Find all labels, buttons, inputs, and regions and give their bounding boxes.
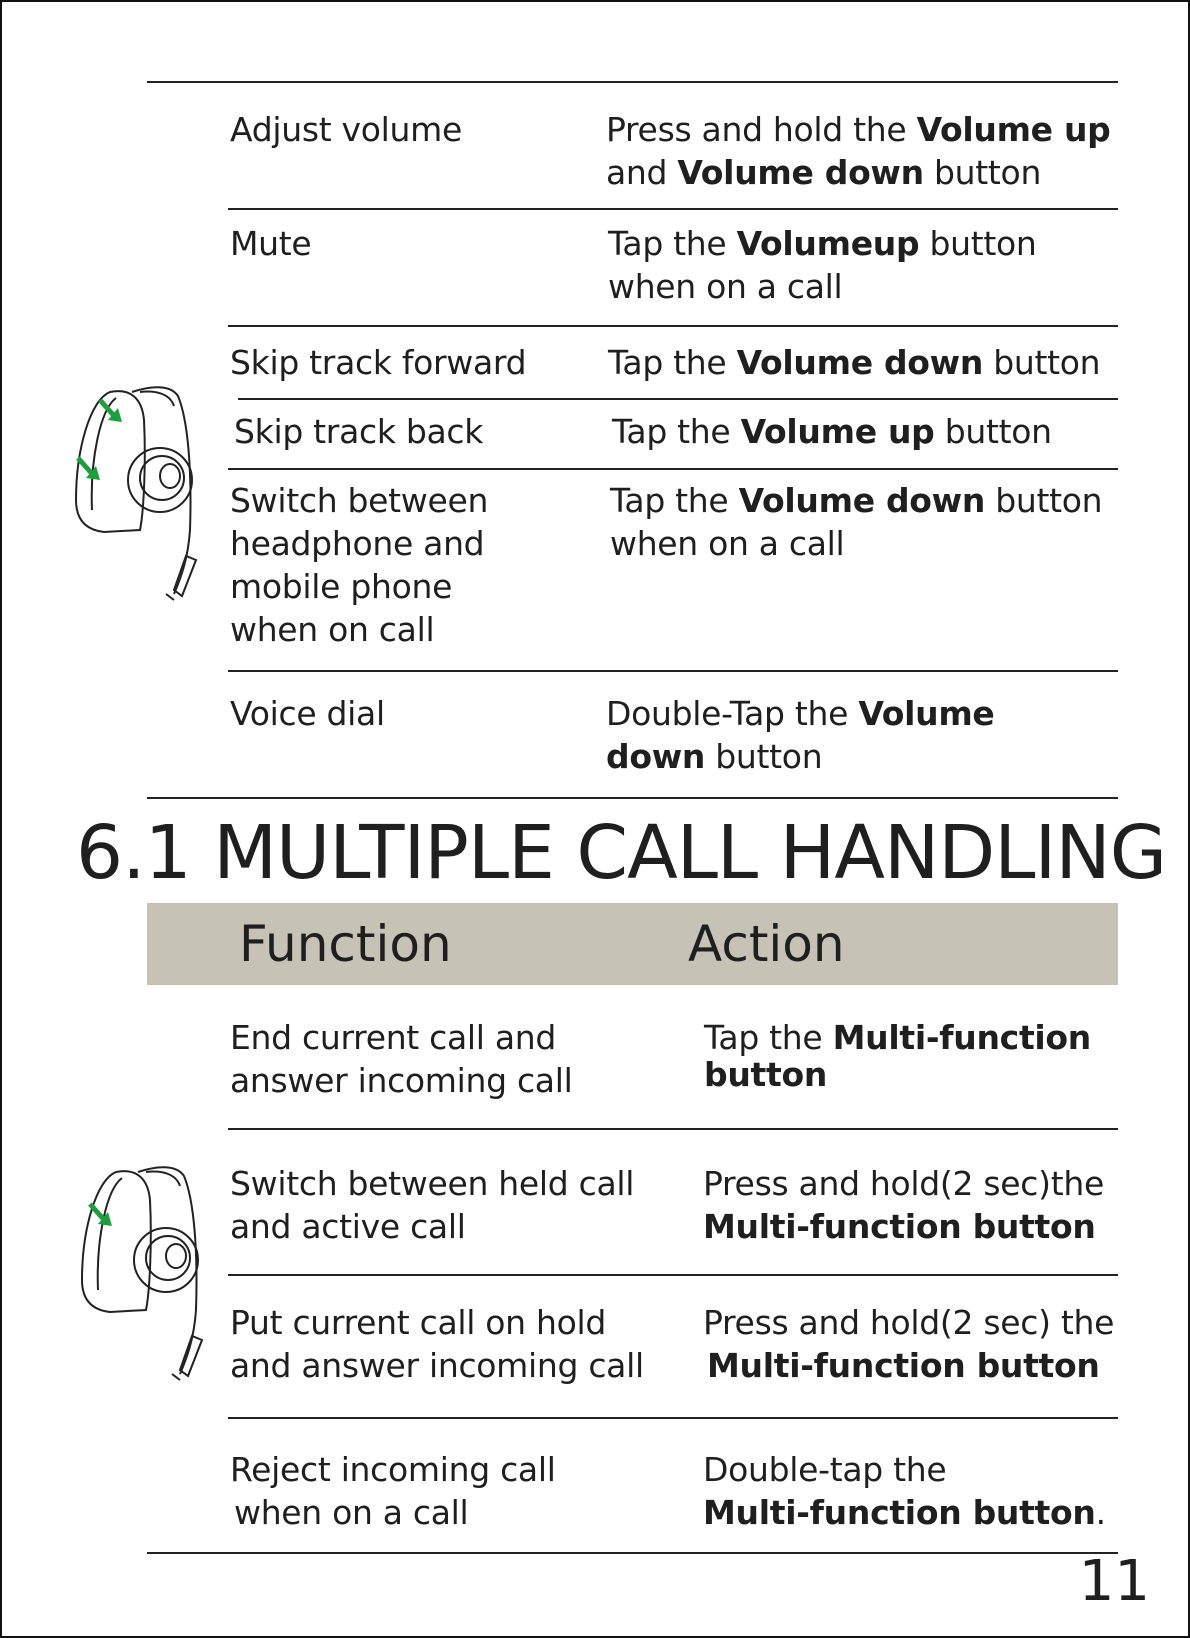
function-line: Voice dial [230,694,385,733]
table-header: Function Action [147,903,1118,985]
function-line: mobile phone [230,567,453,606]
action-line: Tap the Multi-function [704,1018,1091,1057]
table-rule [228,670,1118,672]
table-rule [228,1128,1118,1130]
function-cell: Skip track forward [230,341,527,384]
action-line: Tap the Volume up button [612,412,1052,451]
earpiece-headset-icon [80,1166,204,1381]
function-line: Reject incoming call [230,1450,556,1489]
action-cell: Tap the Volume down button when on a cal… [610,479,1103,565]
action-line: Press and hold(2 sec) the [703,1303,1115,1342]
table-rule [238,398,1118,400]
page-number: 11 [1078,1549,1150,1614]
earpiece-headset-icon [74,386,198,601]
function-cell: Adjust volume [230,108,462,151]
header-function: Function [239,915,452,973]
function-line: headphone and [230,524,485,563]
function-line: answer incoming call [230,1061,573,1100]
function-line: Switch between [230,481,489,520]
table-rule [147,1552,1118,1554]
function-line: when on call [230,610,435,649]
table-rule [228,325,1118,327]
function-cell: Reject incoming call when on a call [230,1448,556,1534]
function-line: Switch between held call [230,1164,635,1203]
function-line: Mute [230,224,312,263]
action-line: Tap the Volume down button [608,343,1101,382]
action-cell: Tap the Multi-function button [704,1016,1091,1096]
action-line: Multi-function button. [703,1493,1106,1532]
action-cell: Press and hold(2 sec) the Multi-function… [703,1301,1114,1387]
header-action: Action [688,915,845,973]
table-rule [228,1274,1118,1276]
arrow-icon [88,1202,112,1226]
action-line: Multi-function button [703,1207,1096,1246]
action-line: button [704,1055,828,1094]
action-cell: Double-tap the Multi-function button. [703,1448,1106,1534]
function-line: when on a call [234,1493,469,1532]
action-line: Tap the Volume down button [610,481,1103,520]
action-cell: Press and hold the Volume up and Volume … [606,108,1111,194]
function-line: and answer incoming call [230,1346,644,1385]
function-line: Skip track back [234,412,484,451]
action-cell: Tap the Volumeup button when on a call [608,222,1037,308]
action-line: Press and hold the Volume up [606,110,1111,149]
action-line: Multi-function button [707,1346,1100,1385]
function-line: Adjust volume [230,110,462,149]
function-line: End current call and [230,1018,557,1057]
action-line: when on a call [608,267,843,306]
function-cell: Switch between headphone and mobile phon… [230,479,488,651]
function-cell: Skip track back [234,410,483,453]
function-cell: Switch between held call and active call [230,1162,634,1248]
arrow-icon [98,398,122,422]
action-cell: Double-Tap the Volume down button [606,692,995,778]
action-line: and Volume down button [606,153,1042,192]
action-line: when on a call [610,524,845,563]
action-cell: Tap the Volume up button [612,410,1052,453]
action-cell: Press and hold(2 sec)the Multi-function … [703,1162,1104,1248]
action-line: Tap the Volumeup button [608,224,1037,263]
action-line: Press and hold(2 sec)the [703,1164,1104,1203]
function-cell: Voice dial [230,692,385,735]
function-line: Skip track forward [230,343,527,382]
function-cell: End current call and answer incoming cal… [230,1016,573,1102]
action-line: Double-tap the [703,1450,947,1489]
section-title: 6.1 MULTIPLE CALL HANDLING [76,810,1167,896]
table-rule [147,81,1118,83]
table-rule [228,1417,1118,1419]
function-cell: Put current call on hold and answer inco… [230,1301,644,1387]
table-rule [228,208,1118,210]
table-rule [147,797,1118,799]
function-line: Put current call on hold [230,1303,607,1342]
function-line: and active call [230,1207,466,1246]
table-rule [228,468,1118,470]
function-cell: Mute [230,222,312,265]
action-line: down button [606,737,823,776]
action-line: Double-Tap the Volume [606,694,995,733]
arrow-icon [76,456,100,480]
action-cell: Tap the Volume down button [608,341,1101,384]
